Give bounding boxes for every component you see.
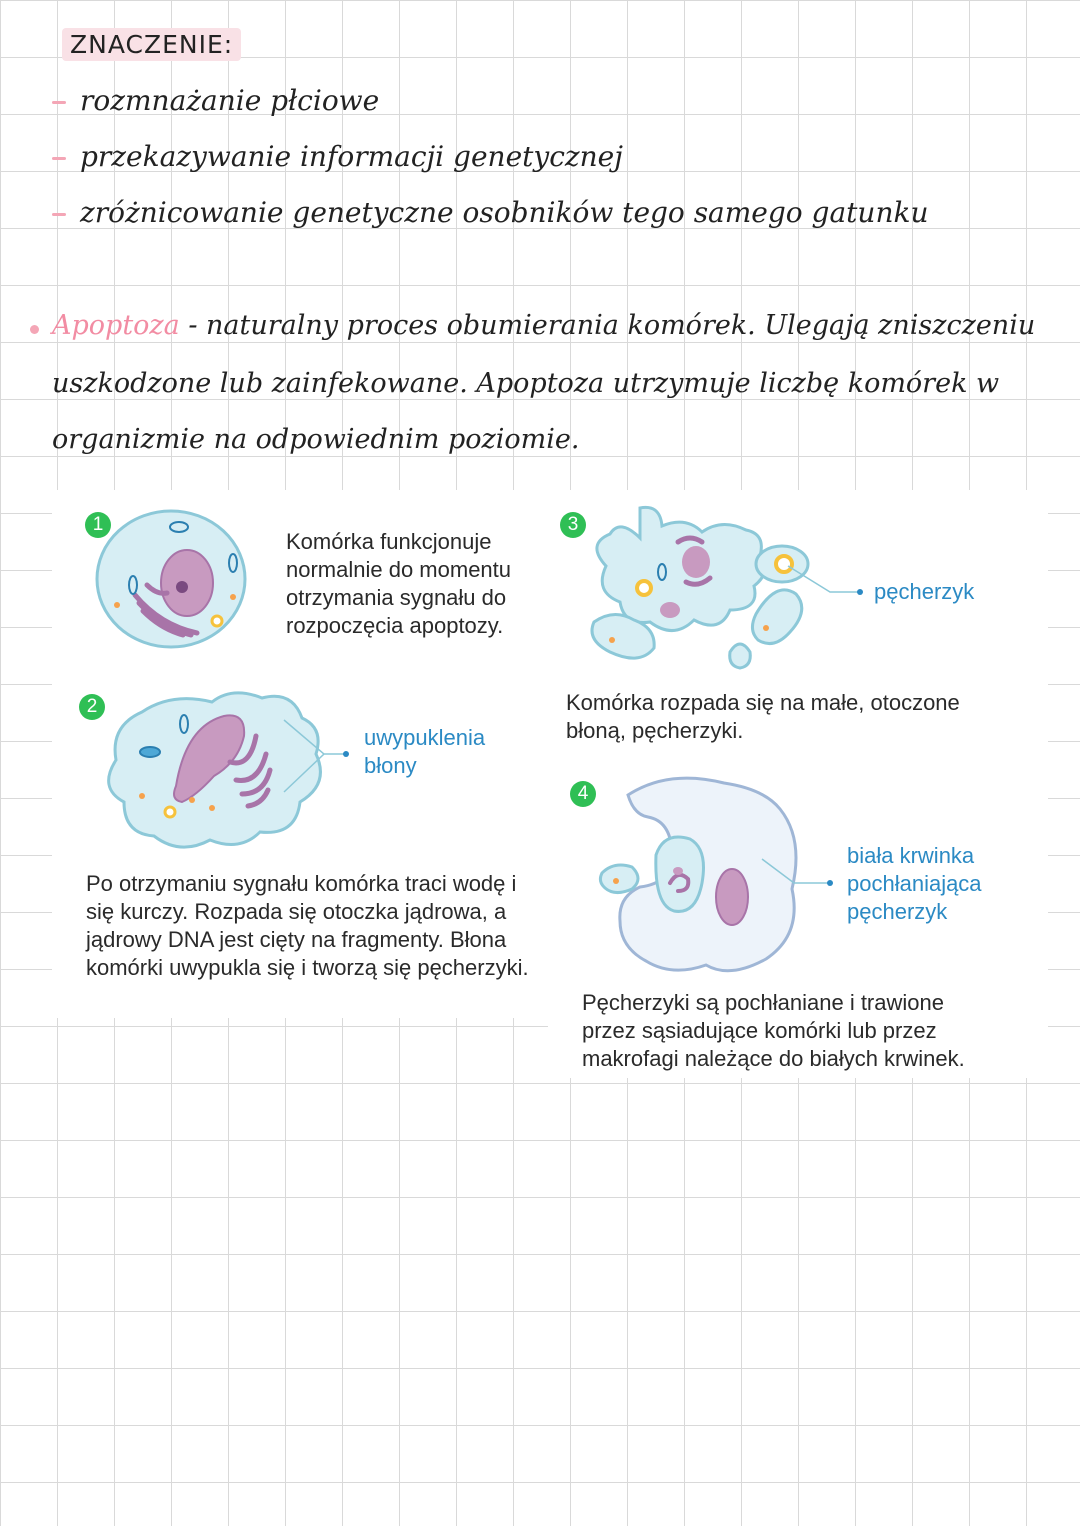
callout-line [283,719,346,793]
vesicle-yellow [635,579,653,597]
callout-dot [827,880,833,886]
golgi-apparatus [132,582,200,638]
section-heading: ZNACZENIE: [62,28,242,61]
vesicle-dot [763,625,769,631]
vesicle [209,805,215,811]
apoptosis-paragraph-line3: organizmie na odpowiednim poziomie. [52,424,580,455]
vesicle [114,602,120,608]
vesicle [163,805,177,819]
step-2-text: Po otrzymaniu sygnału komórka traci wodę… [86,871,529,980]
mitochondrion [128,575,138,595]
nucleus-fragment [682,546,710,578]
vesicle [189,797,195,803]
list-item: rozmnażanie płciowe [80,84,380,117]
vesicle-dot [613,878,619,884]
callout-line [787,565,860,593]
step-4-text: Pęcherzyki są pochłaniane i trawione prz… [582,990,965,1071]
list-item: przekazywanie informacji genetycznej [80,140,623,173]
apoptosis-definition: - naturalny proces obumierania komórek. … [179,310,1036,341]
cell-fragment-lower [590,613,656,660]
apoptosis-term: Apoptoza [52,310,180,341]
mitochondrion [169,521,189,533]
vesicle [139,793,145,799]
mitochondrion [657,563,667,581]
callout-dot [343,751,349,757]
vesicle [230,594,236,600]
bullet-dot [30,325,39,334]
fragment-inside [668,872,691,893]
nucleus-fragmenting [173,714,246,804]
mitochondrion [179,714,189,734]
step-number-3: 3 [560,512,586,538]
label-line: uwypuklenia [364,725,486,750]
cell-fragment-right [751,588,804,646]
cell-shrinking-illustration [107,691,349,849]
phagocytosis-illustration [598,776,833,973]
label-line: biała krwinka [847,843,975,868]
nucleolus [176,581,188,593]
cell-fragment-small [728,642,752,670]
label-vesicle: pęcherzyk [874,579,975,604]
cell-fragmenting-illustration [590,505,863,670]
step-3-text: Komórka rozpada się na małe, otoczone bł… [566,690,960,743]
mitochondrion [228,553,238,573]
label-line: pęcherzyk [847,899,948,924]
cell-fragment-main [595,505,767,632]
wbc-nucleus [715,868,749,926]
list-dash [52,213,66,216]
white-blood-cell [618,776,798,973]
label-white-blood-cell: biała krwinka pochłaniająca pęcherzyk [847,842,982,926]
vesicle [210,614,224,628]
vesicle-dot [609,637,615,643]
fragment-inside-nucleus [673,867,683,875]
label-line: pochłaniająca [847,871,982,896]
label-line: błony [364,753,417,778]
callout-line [761,858,830,884]
list-dash [52,101,66,104]
list-dash [52,157,66,160]
golgi-apparatus [227,733,273,809]
apoptosis-paragraph-line2: uszkodzone lub zainfekowane. Apoptoza ut… [52,368,1000,399]
label-membrane-blebs: uwypuklenia błony [364,724,485,780]
vesicle-yellow [774,554,794,574]
list-item: zróżnicowanie genetyczne osobników tego … [80,196,929,229]
golgi-fragment [675,535,713,587]
nucleus [160,549,214,617]
step-number-2: 2 [79,694,105,720]
mitochondrion [139,746,161,758]
cell-normal-illustration [95,509,247,649]
nucleus-fragment [660,602,680,618]
step-number-4: 4 [570,781,596,807]
callout-dot [857,589,863,595]
step-1-text: Komórka funkcjonuje normalnie do momentu… [286,529,512,638]
step-number-1: 1 [85,512,111,538]
approaching-vesicle [598,863,640,894]
apoptosis-paragraph-line1: Apoptoza - naturalny proces obumierania … [52,310,1035,341]
